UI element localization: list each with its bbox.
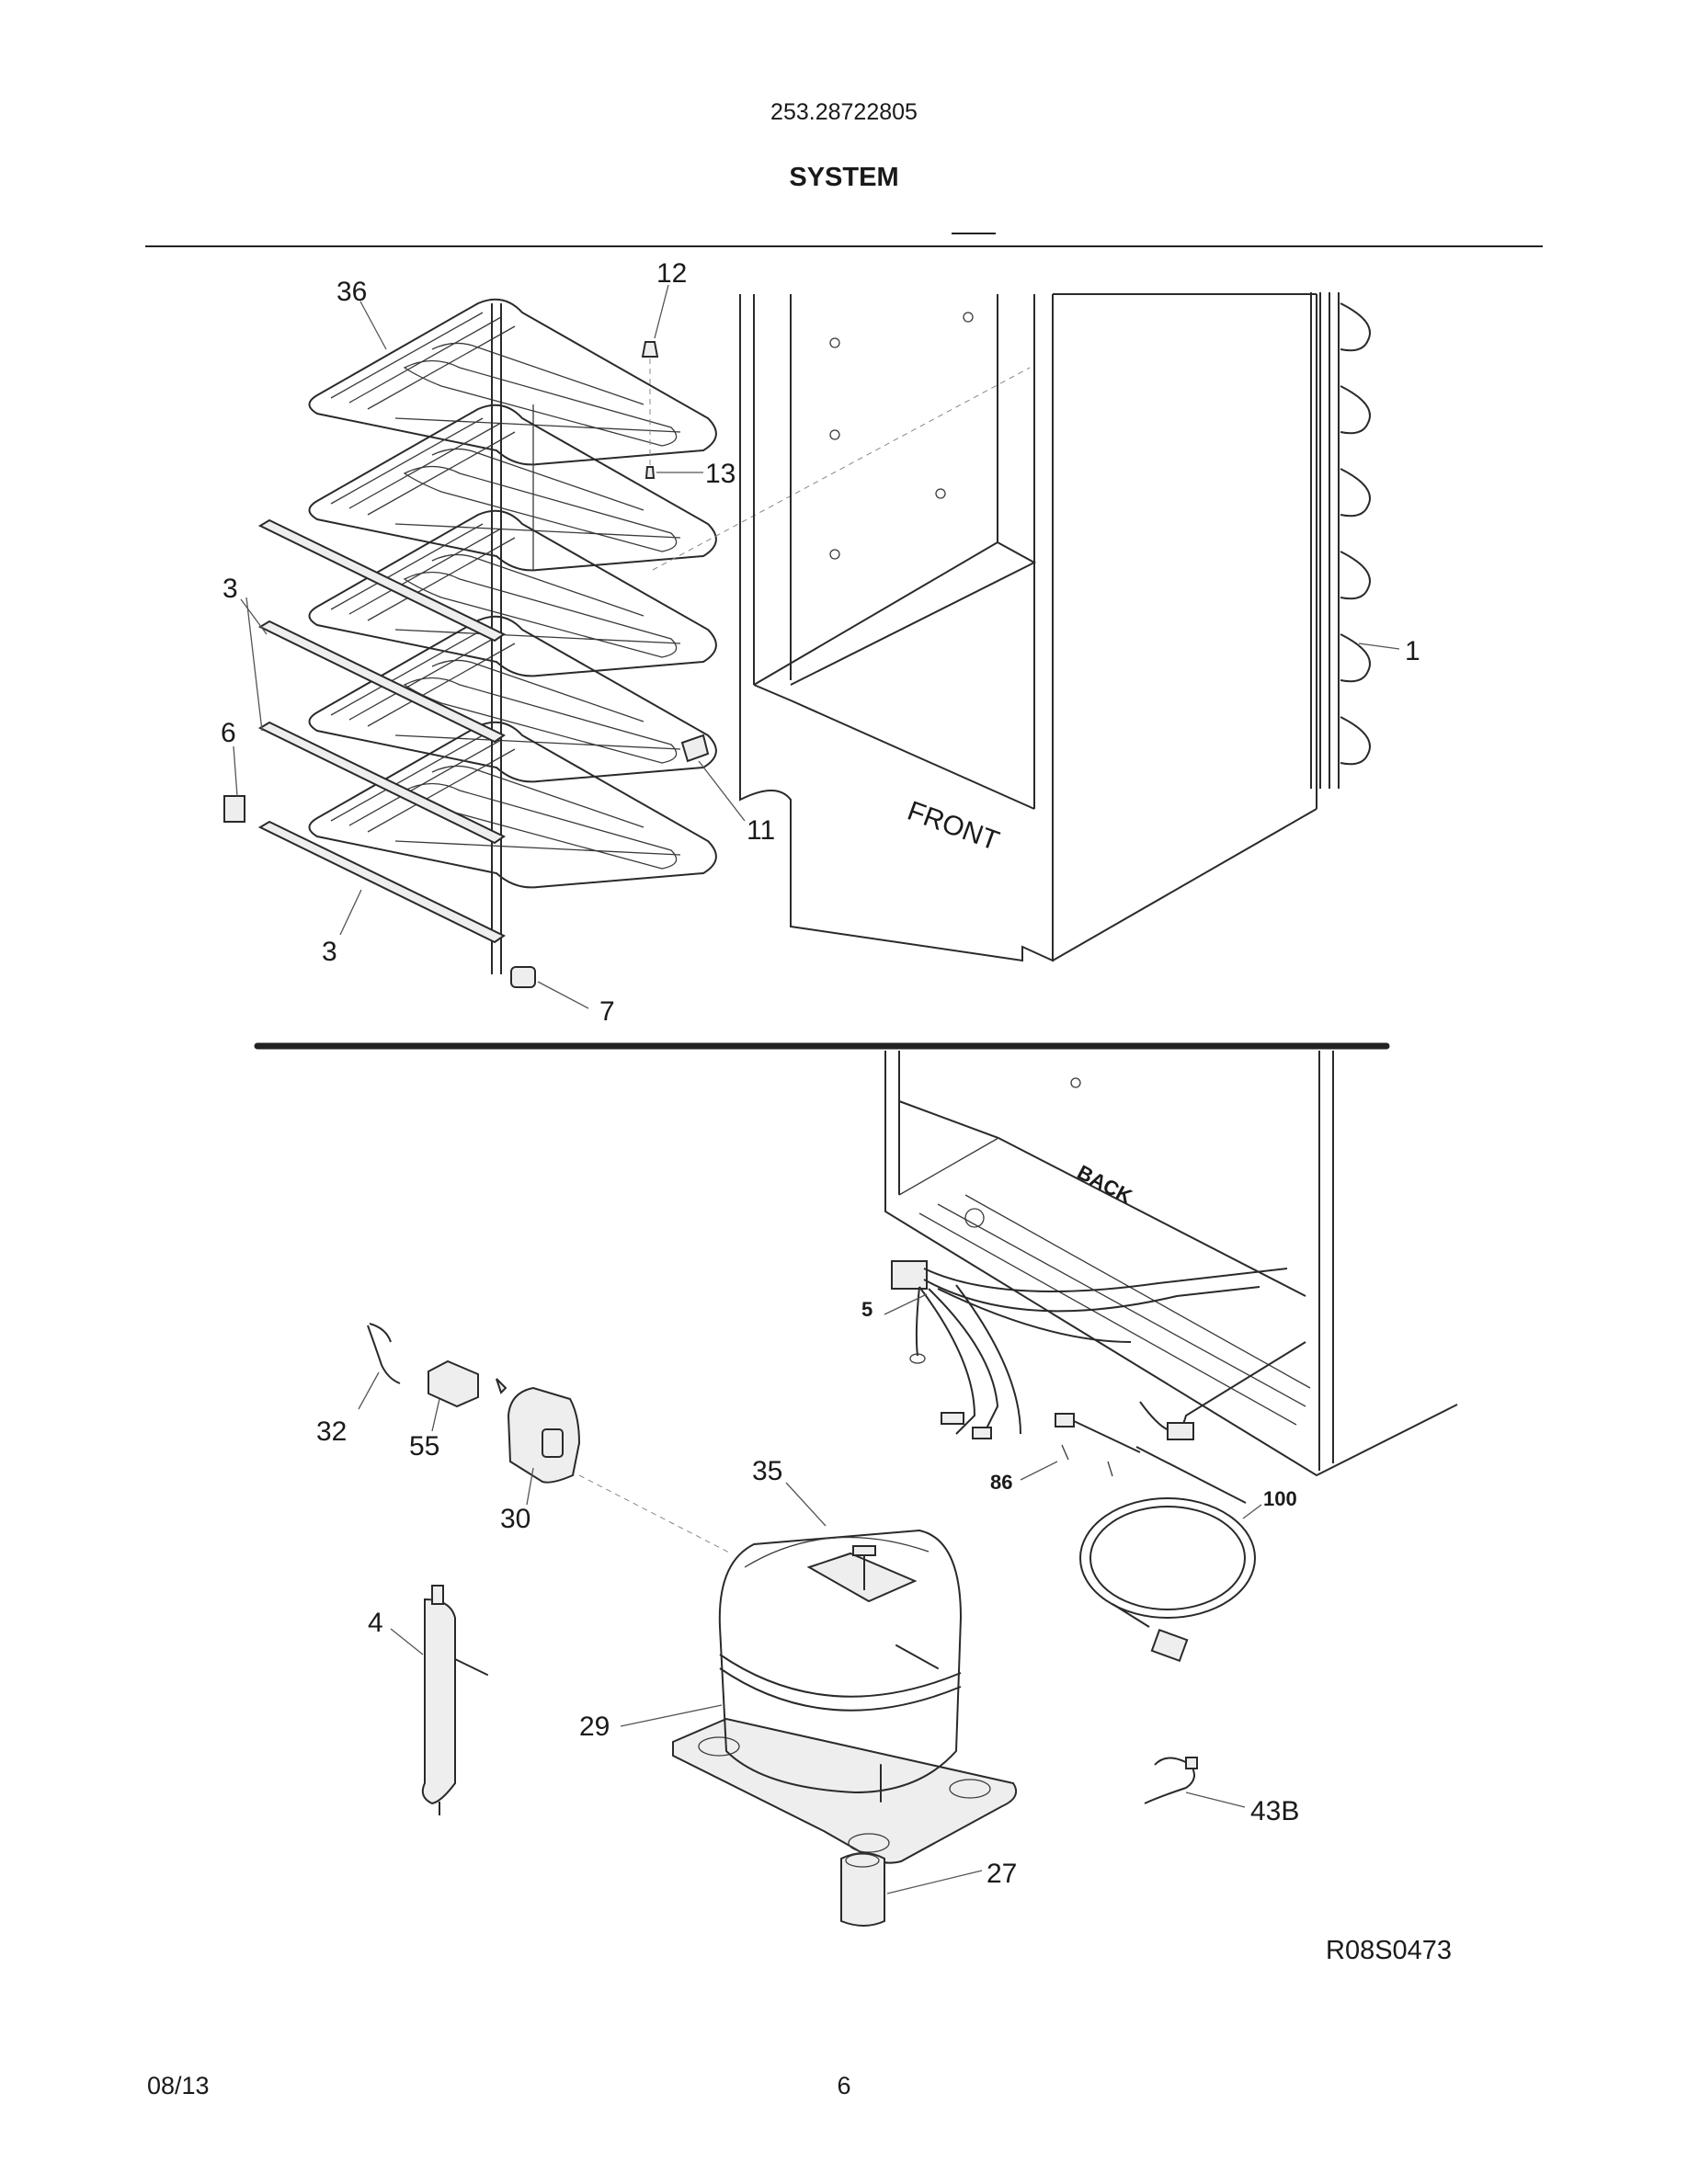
grommet-27 bbox=[840, 1852, 885, 1927]
cabinet-back-view: BACK bbox=[884, 1051, 1458, 1477]
callout-86: 86 bbox=[990, 1471, 1012, 1494]
condenser-coil bbox=[1310, 292, 1371, 789]
drawing-code: R08S0473 bbox=[1326, 1936, 1453, 1965]
callout-55: 55 bbox=[409, 1431, 439, 1462]
callout-3-lower: 3 bbox=[322, 937, 337, 967]
model-number: 253.28722805 bbox=[770, 99, 918, 125]
callout-36: 36 bbox=[336, 277, 367, 307]
callout-12: 12 bbox=[656, 258, 687, 289]
callout-11: 11 bbox=[747, 815, 775, 846]
section-title: SYSTEM bbox=[789, 163, 899, 192]
callout-7: 7 bbox=[599, 996, 615, 1027]
drier-4 bbox=[421, 1585, 488, 1815]
cabinet-front-view: FRONT bbox=[739, 293, 1317, 962]
callout-29: 29 bbox=[579, 1712, 610, 1742]
callout-13: 13 bbox=[705, 459, 736, 489]
callout-3-upper: 3 bbox=[222, 574, 238, 604]
shelf-trim-rails bbox=[257, 518, 506, 944]
power-cord bbox=[1055, 1413, 1256, 1663]
callout-43b: 43B bbox=[1250, 1796, 1299, 1826]
callout-35: 35 bbox=[752, 1456, 782, 1486]
callout-5: 5 bbox=[861, 1298, 873, 1321]
relay-overload-parts bbox=[367, 1323, 732, 1554]
callout-1: 1 bbox=[1405, 636, 1420, 666]
callout-30: 30 bbox=[500, 1504, 530, 1534]
upper-leaders bbox=[233, 284, 1400, 1009]
clip-43b bbox=[1144, 1757, 1198, 1804]
callout-27: 27 bbox=[987, 1859, 1017, 1889]
callout-32: 32 bbox=[316, 1416, 347, 1447]
front-text: FRONT bbox=[904, 796, 1003, 857]
compressor-assembly bbox=[672, 1529, 1017, 1864]
footer-date: 08/13 bbox=[147, 2072, 210, 2099]
wiring-harness bbox=[891, 1260, 1306, 1440]
back-text: BACK bbox=[1074, 1160, 1136, 1208]
callout-6: 6 bbox=[221, 718, 236, 748]
small-hardware bbox=[223, 341, 1031, 988]
callout-4: 4 bbox=[368, 1608, 383, 1638]
callout-labels: 36 12 13 1 3 6 11 3 7 5 86 100 32 55 30 … bbox=[221, 258, 1420, 1889]
callout-100: 100 bbox=[1263, 1487, 1297, 1510]
page-number: 6 bbox=[837, 2072, 851, 2099]
lower-leaders bbox=[358, 1293, 1262, 1894]
